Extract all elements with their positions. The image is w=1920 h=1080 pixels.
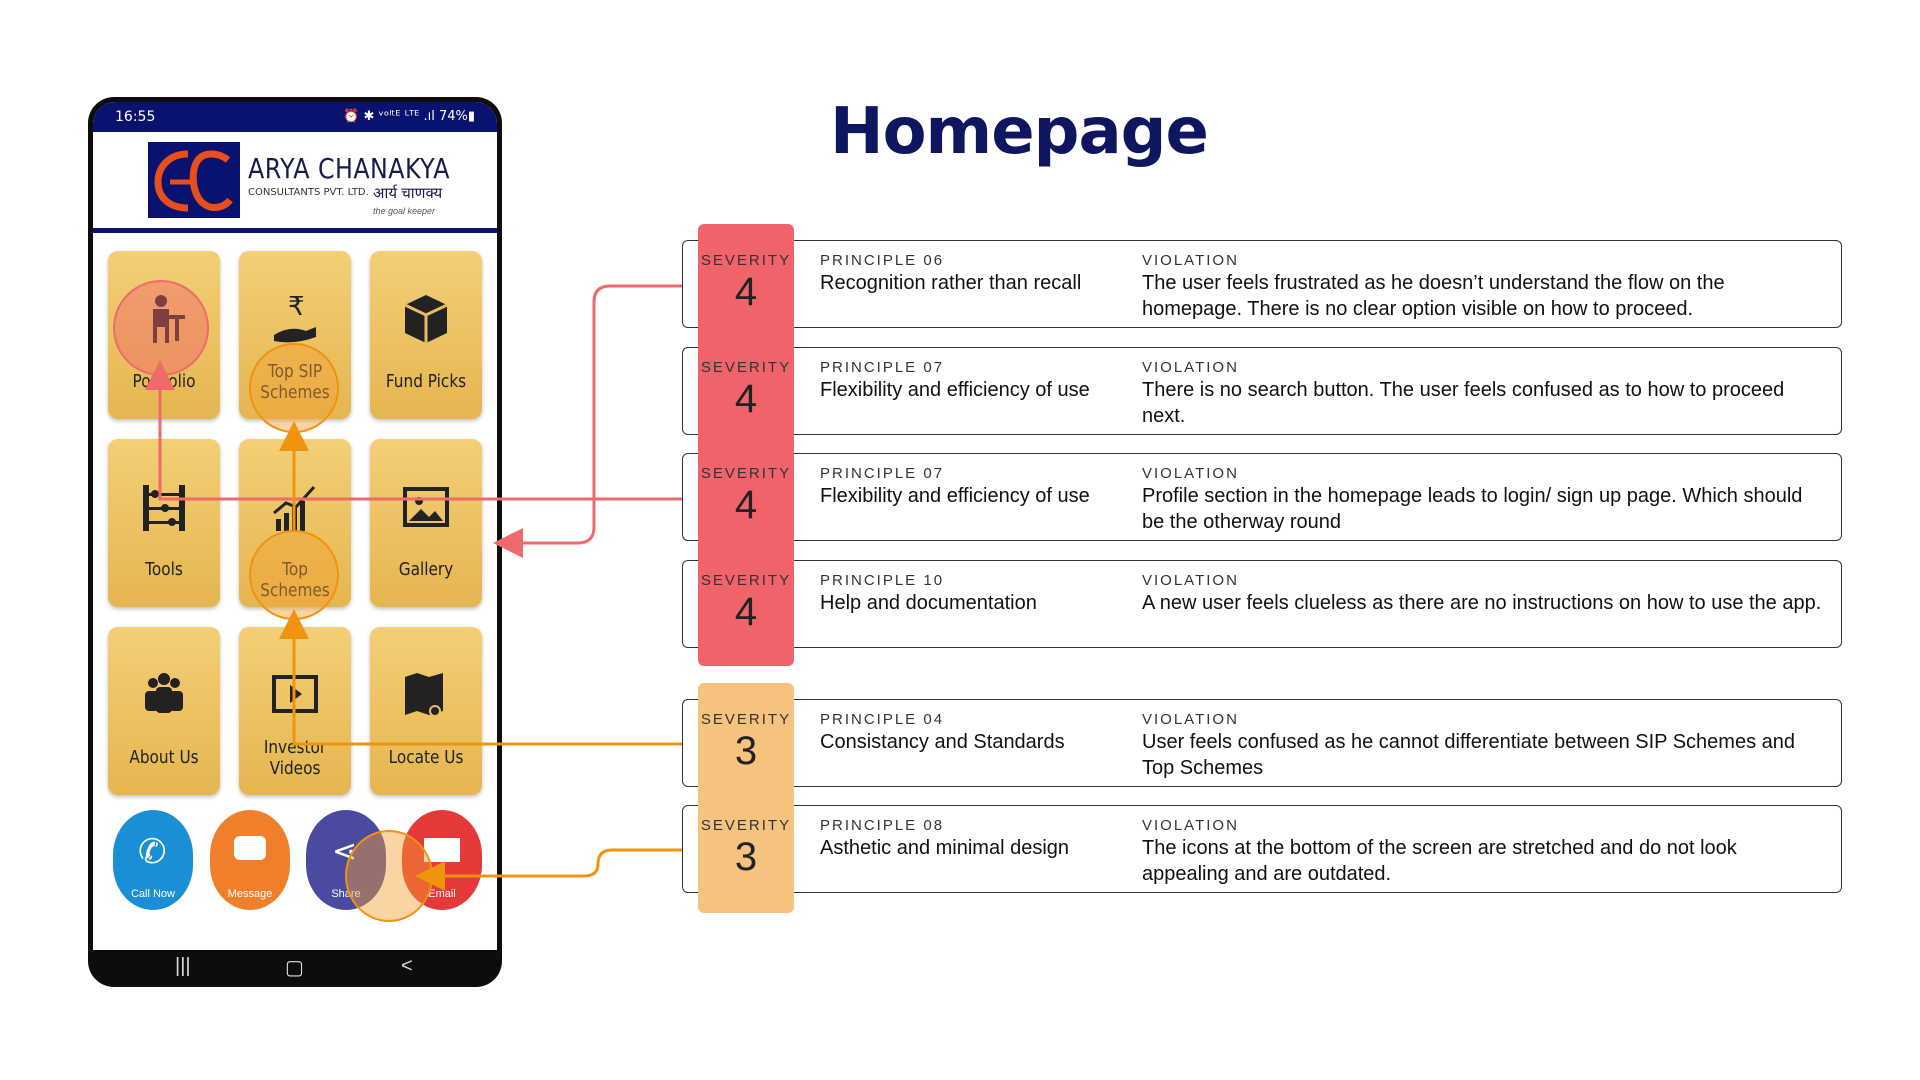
principle-name: Asthetic and minimal design bbox=[820, 837, 1070, 859]
violation-text: The icons at the bottom of the screen ar… bbox=[1142, 837, 1737, 885]
status-time: 16:55 bbox=[115, 109, 156, 125]
violation-text: User feels confused as he cannot differe… bbox=[1142, 731, 1796, 779]
severity-label: SEVERITY bbox=[700, 465, 792, 482]
severity-value: 4 bbox=[734, 483, 758, 527]
email-label: Email bbox=[428, 888, 456, 900]
severity-value: 4 bbox=[734, 590, 758, 634]
severity-label: SEVERITY bbox=[700, 711, 792, 728]
principle-label: PRINCIPLE 07 bbox=[820, 359, 945, 376]
phone-icon: ✆ bbox=[138, 833, 167, 871]
severity-value: 4 bbox=[734, 270, 758, 314]
box-icon bbox=[404, 295, 448, 343]
tile-label: Gallery bbox=[398, 559, 454, 580]
principle-label: PRINCIPLE 08 bbox=[820, 817, 945, 834]
brand-header: ARYA CHANAKYA CONSULTANTS PVT. LTD. आर्य… bbox=[93, 132, 497, 233]
brand-hindi-name: आर्य चाणक्य bbox=[373, 185, 443, 202]
recent-apps-button[interactable]: ||| bbox=[175, 955, 191, 977]
violation-text: A new user feels clueless as there are n… bbox=[1142, 592, 1822, 614]
tile-about-us[interactable]: About Us bbox=[108, 627, 220, 795]
page-title: Homepage bbox=[830, 95, 1209, 169]
tile-label: Tools bbox=[145, 559, 183, 580]
severity-value: 3 bbox=[734, 729, 758, 773]
principle-label: PRINCIPLE 04 bbox=[820, 711, 945, 728]
severity-label: SEVERITY bbox=[700, 359, 792, 376]
sip-rupee-icon: ₹ bbox=[274, 292, 316, 343]
brand-tagline: the goal keeper bbox=[373, 206, 436, 216]
principle-name: Help and documentation bbox=[820, 592, 1037, 614]
phone-screen: 16:55 ⏰ ✱ ᵛᵒˡᵗᴱ ᴸᵀᴱ .ıl 74%▮ ARYA CHANAK… bbox=[93, 102, 497, 950]
violation-label: VIOLATION bbox=[1142, 359, 1239, 376]
email-icon bbox=[424, 838, 460, 862]
svg-text:₹: ₹ bbox=[288, 292, 305, 322]
people-icon bbox=[145, 673, 183, 713]
severity-value: 4 bbox=[734, 377, 758, 421]
status-indicators: ⏰ ✱ ᵛᵒˡᵗᴱ ᴸᵀᴱ .ıl 74%▮ bbox=[343, 109, 475, 124]
home-button[interactable]: ▢ bbox=[285, 957, 304, 979]
severity-3-band bbox=[698, 683, 794, 913]
tile-label: Investor Videos bbox=[263, 737, 327, 779]
violation-label: VIOLATION bbox=[1142, 711, 1239, 728]
message-button[interactable]: Message bbox=[210, 810, 290, 910]
issue-card bbox=[682, 699, 1842, 787]
tile-label: Fund Picks bbox=[385, 371, 467, 392]
tile-gallery[interactable]: Gallery bbox=[370, 439, 482, 607]
severity-value: 3 bbox=[734, 835, 758, 879]
issue-card bbox=[682, 240, 1842, 328]
highlight-top-schemes bbox=[249, 530, 339, 620]
call-now-label: Call Now bbox=[130, 888, 175, 900]
tile-fund-picks[interactable]: Fund Picks bbox=[370, 251, 482, 419]
violation-text: There is no search button. The user feel… bbox=[1142, 379, 1785, 427]
violation-label: VIOLATION bbox=[1142, 252, 1239, 269]
issue-card bbox=[682, 805, 1842, 893]
violation-label: VIOLATION bbox=[1142, 465, 1239, 482]
tile-label: Locate Us bbox=[388, 747, 464, 768]
abacus-icon bbox=[143, 485, 185, 531]
system-nav-bar: ||| ▢ < bbox=[93, 950, 497, 987]
message-label: Message bbox=[227, 888, 273, 900]
call-now-button[interactable]: ✆ Call Now bbox=[113, 810, 193, 910]
gallery-icon bbox=[403, 487, 449, 527]
severity-label: SEVERITY bbox=[700, 572, 792, 589]
principle-label: PRINCIPLE 07 bbox=[820, 465, 945, 482]
violation-text: Profile section in the homepage leads to… bbox=[1142, 485, 1803, 533]
severity-label: SEVERITY bbox=[700, 817, 792, 834]
principle-label: PRINCIPLE 06 bbox=[820, 252, 945, 269]
severity-label: SEVERITY bbox=[700, 252, 792, 269]
violation-label: VIOLATION bbox=[1142, 572, 1239, 589]
issue-card bbox=[682, 347, 1842, 435]
issue-card bbox=[682, 453, 1842, 541]
brand-name: ARYA CHANAKYA bbox=[248, 152, 450, 185]
map-pin-icon bbox=[405, 673, 443, 717]
tile-label: About Us bbox=[129, 747, 199, 768]
brand-subtitle: CONSULTANTS PVT. LTD. bbox=[248, 187, 369, 198]
tile-tools[interactable]: Tools bbox=[108, 439, 220, 607]
principle-name: Flexibility and efficiency of use bbox=[820, 485, 1090, 507]
violation-text: The user feels frustrated as he doesn’t … bbox=[1142, 272, 1725, 320]
principle-name: Consistancy and Standards bbox=[820, 731, 1065, 753]
message-icon bbox=[234, 836, 266, 860]
status-bar: 16:55 ⏰ ✱ ᵛᵒˡᵗᴱ ᴸᵀᴱ .ıl 74%▮ bbox=[93, 102, 497, 132]
tile-locate-us[interactable]: Locate Us bbox=[370, 627, 482, 795]
severity-4-band bbox=[698, 224, 794, 666]
principle-label: PRINCIPLE 10 bbox=[820, 572, 945, 589]
brand-logo bbox=[148, 142, 240, 218]
principle-name: Recognition rather than recall bbox=[820, 272, 1082, 294]
violation-label: VIOLATION bbox=[1142, 817, 1239, 834]
principle-name: Flexibility and efficiency of use bbox=[820, 379, 1090, 401]
issue-card bbox=[682, 560, 1842, 648]
back-button[interactable]: < bbox=[401, 955, 413, 977]
